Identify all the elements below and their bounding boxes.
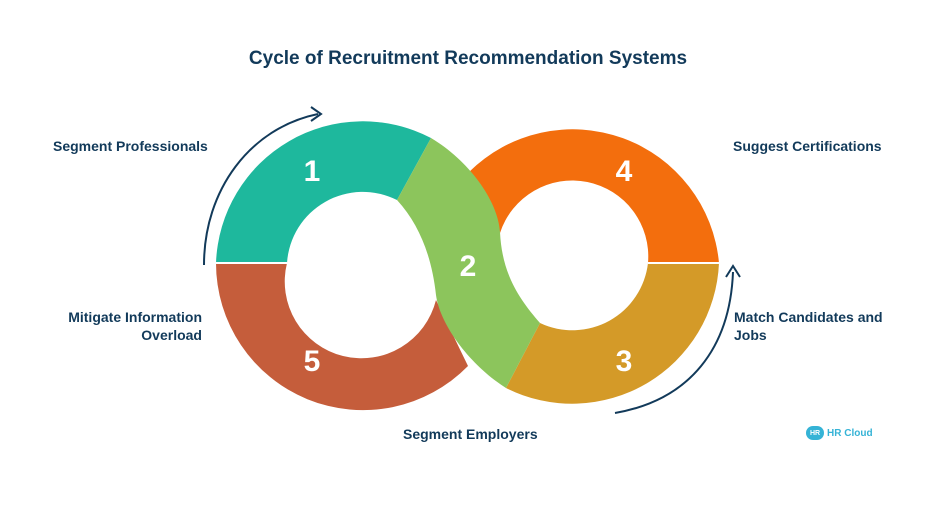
label-segment-professionals: Segment Professionals (53, 138, 208, 154)
label-match-line2: Jobs (734, 327, 767, 343)
label-match-candidates-jobs: Match Candidates and Jobs (734, 308, 883, 344)
label-segment-employers: Segment Employers (403, 426, 538, 442)
segment-2 (397, 138, 540, 388)
label-mitigate-line1: Mitigate Information (68, 309, 202, 325)
step-number-3: 3 (616, 345, 633, 378)
step-number-4: 4 (616, 155, 633, 188)
label-suggest-certifications: Suggest Certifications (733, 138, 882, 154)
label-mitigate-line2: Overload (141, 327, 202, 343)
segment-1 (216, 121, 431, 263)
right-arrowhead-icon (725, 264, 741, 278)
page-title: Cycle of Recruitment Recommendation Syst… (248, 48, 688, 69)
step-number-2: 2 (460, 250, 477, 283)
segment-4 (469, 129, 719, 263)
hr-cloud-logo: HR HR Cloud (806, 426, 873, 440)
label-mitigate-information-overload: Mitigate Information Overload (40, 308, 202, 344)
segment-5 (215, 263, 468, 411)
logo-text: HR Cloud (827, 427, 873, 439)
step-number-1: 1 (304, 155, 321, 188)
step-number-5: 5 (304, 345, 321, 378)
cloud-icon: HR (806, 426, 824, 440)
left-arrowhead-icon (310, 106, 323, 122)
left-cycle-arrow (203, 113, 319, 266)
segment-3 (506, 263, 719, 404)
label-match-line1: Match Candidates and (734, 309, 883, 325)
right-cycle-arrow (614, 271, 734, 414)
